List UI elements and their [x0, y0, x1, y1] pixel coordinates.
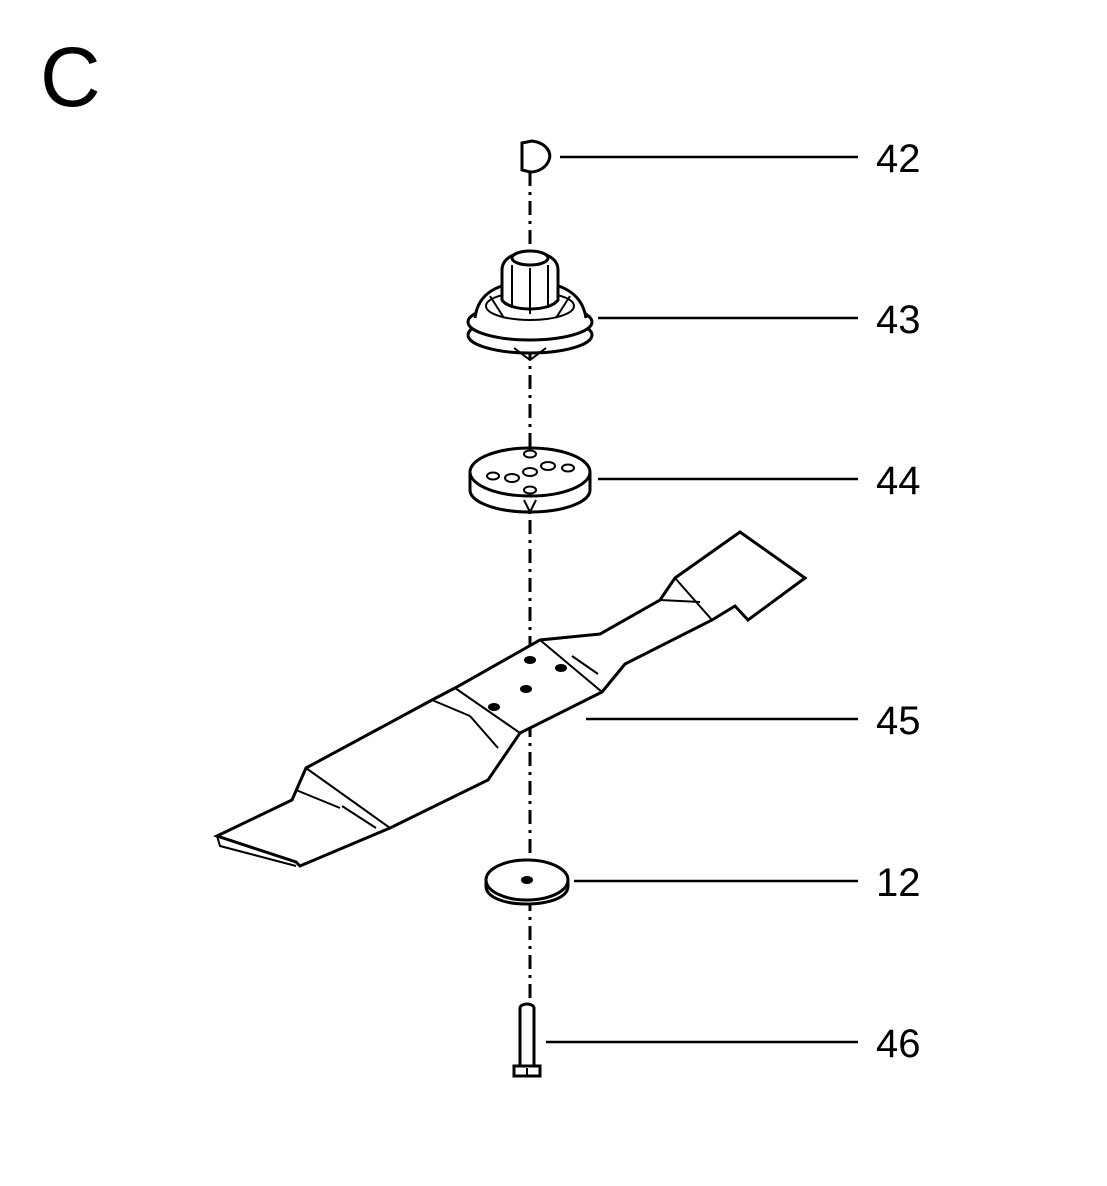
key-icon	[520, 139, 552, 174]
mower-blade-icon	[212, 530, 808, 868]
section-letter: C	[40, 30, 101, 124]
callout-45: 45	[876, 699, 921, 743]
callout-42: 42	[876, 137, 921, 181]
callout-12: 12	[876, 861, 921, 905]
blade-plate-icon	[468, 446, 592, 515]
washer-icon	[484, 858, 570, 906]
callout-46: 46	[876, 1022, 921, 1066]
blade-hub-icon	[466, 249, 594, 362]
bolt-icon	[512, 1002, 542, 1078]
callout-43: 43	[876, 298, 921, 342]
callout-44: 44	[876, 459, 921, 503]
